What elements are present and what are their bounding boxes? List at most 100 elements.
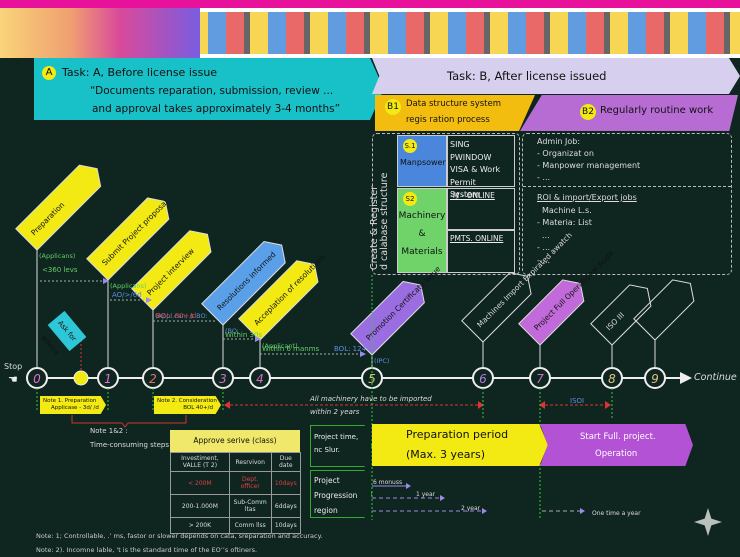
note2-line1: Note 2. Consideration [157,398,217,404]
admin-title: Admin Job: [537,137,581,146]
s2-box: S2 Machinery & Materials [397,188,447,273]
step-flag-shape [86,197,170,281]
step-flag-shape [15,164,102,251]
stop-label: Stop [4,362,23,371]
roi-jobs: ROI & import/Export jobs Machine L.s. - … [537,192,637,267]
project-time-label: Project time, nc Slur. [310,425,372,467]
task-a-badge: A [42,66,56,80]
note-2: Note 2. Consideration BOL 40+/d [154,396,221,414]
structure-frame [372,133,520,275]
machinery-note-line2: within 2 years [310,408,360,416]
preparation-period: Preparation period (Max. 3 years) [372,424,548,466]
step-sub-label: (Appl.can, $ BO: [155,312,208,320]
task-a-title: Task: A, Before license issue [62,66,218,79]
step-flag: ISO III [590,284,652,346]
top-accent-bar [0,0,740,8]
step-flag-shape [461,272,532,343]
s1-box: S.1 Manpsower [397,135,447,187]
footnote: Note: 2). Incomne lable, 't is the stand… [36,546,258,554]
note12-line1: Note 1&2 : [90,427,128,435]
roi-item: Machine L.s. [542,205,592,215]
note12-line2: Time-consuming steps [90,441,169,449]
admin-jobs: Admin Job: - Organizat on - Manpower man… [537,136,640,184]
table-header: Investiment, VALLE (T 2) [170,452,230,472]
timeline-node-number: 3 [219,372,227,386]
step-flag-shape [633,279,695,341]
note1-line1: Note 1. Preparation [43,398,97,404]
b2-badge: B2 [580,104,596,120]
progression-arrows [372,483,585,514]
s2-system-1: -M - ONLINE [447,188,515,230]
prep-line1: Preparation period [406,428,509,441]
s2-system-name: PMTS. ONLINE [450,234,504,243]
table-cell: 200-1.000M [170,494,230,518]
table-header: Due date [270,452,302,472]
machinery-note-line1: All machinery have to be imported [310,395,432,403]
step-sub-label: (Applicant) [262,342,298,350]
gradient-block [0,8,200,58]
s2-badge: S2 [403,192,417,206]
step-flag-label: ISO III [604,310,626,332]
progression-label: Project Progression region [310,470,372,518]
m6-label: 6 monuss [373,479,403,486]
admin-item: - ... [537,173,551,182]
table-cell: < 200M [170,471,230,495]
timeline-node-number: 4 [256,372,264,386]
s1-badge: S.1 [403,139,417,153]
step-flag-shape [131,230,212,311]
task-a-line2: and approval takes approximately 3-4 mon… [92,103,341,115]
step-flag-shape [590,284,652,346]
s2-label1: Machinery [398,211,446,221]
embroidery-pattern [130,12,740,54]
step-flag-shape [201,241,286,326]
b2-banner: B2 Regularly routine work [520,95,738,131]
s1-system: SING PWINDOW [450,140,492,162]
op-line1: Start Full. project. [580,432,656,442]
jobs-frame [522,133,732,275]
b1-banner: B1 Data structure system regis ration pr… [375,95,535,131]
continue-label: Continue [694,372,737,383]
step-sub-label: (Applicans) [110,282,147,290]
note-brace [71,415,187,428]
s1-system: VISA & Work Permit [450,165,501,187]
b1-line2: regis ration process [406,115,490,125]
s2-system-2: PMTS. ONLINE [447,230,515,273]
task-a-line1: “Documents reparation, submission, revie… [90,85,334,97]
note1-line2: Applicase - 3d/ /d [51,405,99,411]
table-header: Resrvivon [228,452,272,472]
timeline-node [249,367,271,389]
task-a-banner: A Task: A, Before license issue “Documen… [34,58,384,120]
step-sub-label: (Applicans) [39,252,76,260]
task-b-title: Task: B, After license issued [447,69,607,83]
timeline-node-number: 2 [149,372,157,386]
approve-title: Approve serive (class) [193,436,277,445]
timeline-node-number: 8 [608,372,616,386]
op-line2: Operation [595,449,638,459]
duration-label: Within 6 manms [262,345,320,353]
timeline-node-number: 0 [33,372,41,386]
admin-item: - Manpower management [537,161,641,170]
approve-callout: Approve serive (class) [170,430,300,452]
step-flag: Promotion Certificate Issue [350,264,442,356]
s1-system: System [450,190,480,199]
b1-badge: B1 [385,99,401,115]
s1-label: Manpsower [400,158,446,167]
operation-period: Start Full. project. Operation [540,424,693,466]
footnote: Note: 1; Controllable, .ʼ ms, fastor or … [36,532,323,540]
table-cell: > 200K [170,517,230,534]
step-flag [633,279,695,341]
table-cell: 10days [270,517,302,534]
step-flag-label: Promotion Certificate Issue [364,264,442,342]
step-flag: Preparation [15,164,102,251]
hand-pointer-icon: ☚ [8,373,18,386]
step-flag-shape [238,260,319,341]
b2-label: Regularly routine work [600,105,714,116]
duration-label: <360 levs [42,266,78,274]
progression-text: Project Progression region [314,476,358,515]
table-cell: Sub-Comm ltas [228,494,272,518]
step-sub-label: (IPC) [374,357,390,365]
